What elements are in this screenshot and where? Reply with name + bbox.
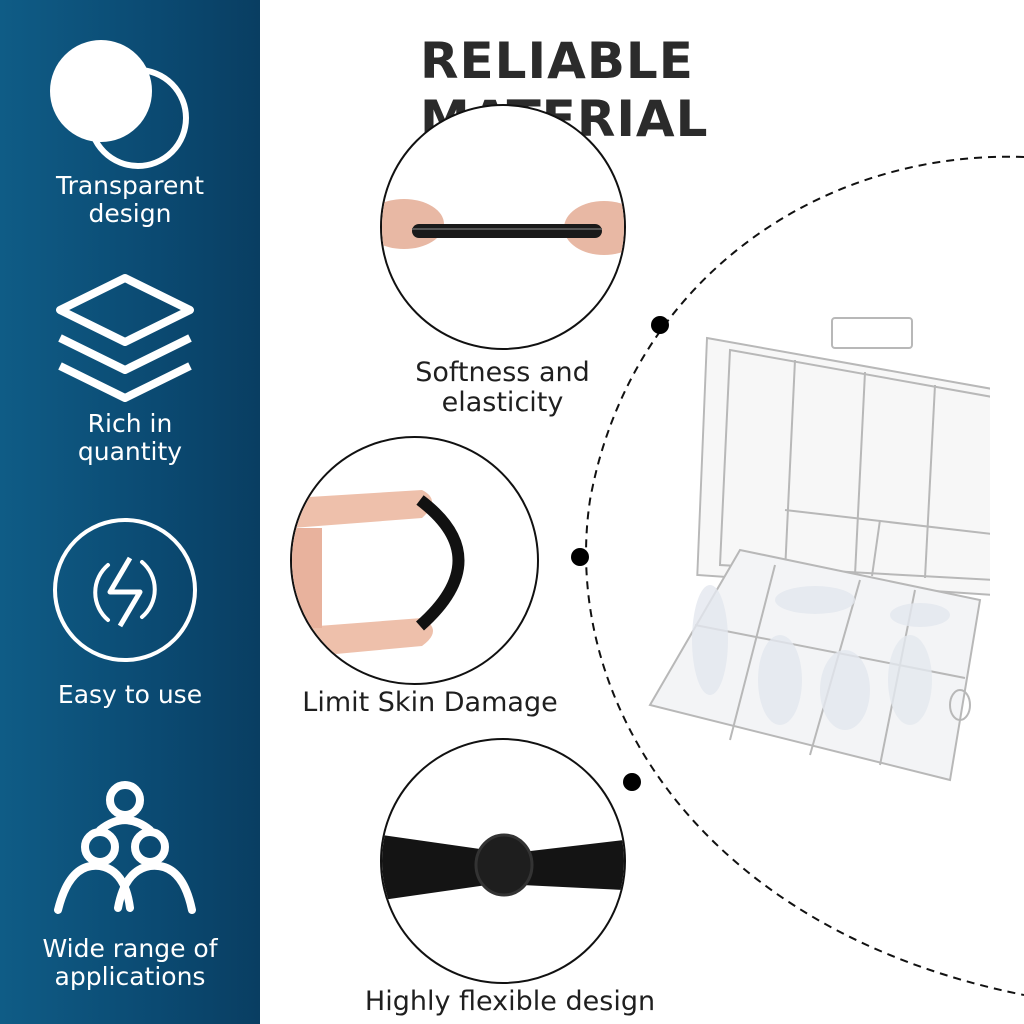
sidebar-divider [260,0,266,1024]
knot-photo [380,738,626,984]
caption-limit-skin-damage: Limit Skin Damage [302,687,558,718]
features-sidebar [0,0,260,1024]
feature-label: quantity [77,437,183,466]
caption-highly-flexible: Highly flexible design [364,986,656,1017]
feature-label: Rich in [87,409,173,438]
stretch-photo [380,104,626,350]
people-group-icon [54,781,196,914]
feature-label: Transparent [55,171,204,200]
caption-softness: Softness and elasticity [415,357,590,418]
transparent-circles-icon [50,40,189,169]
layers-stack-icon [56,274,194,402]
feature-label: Easy to use [57,680,203,709]
feature-label: Wide range of [42,934,218,963]
feature-label: applications [54,962,206,991]
feature-label: design [88,199,172,228]
transparent-storage-box [648,317,990,782]
bend-photo [290,436,539,685]
lightning-power-icon [53,518,197,662]
